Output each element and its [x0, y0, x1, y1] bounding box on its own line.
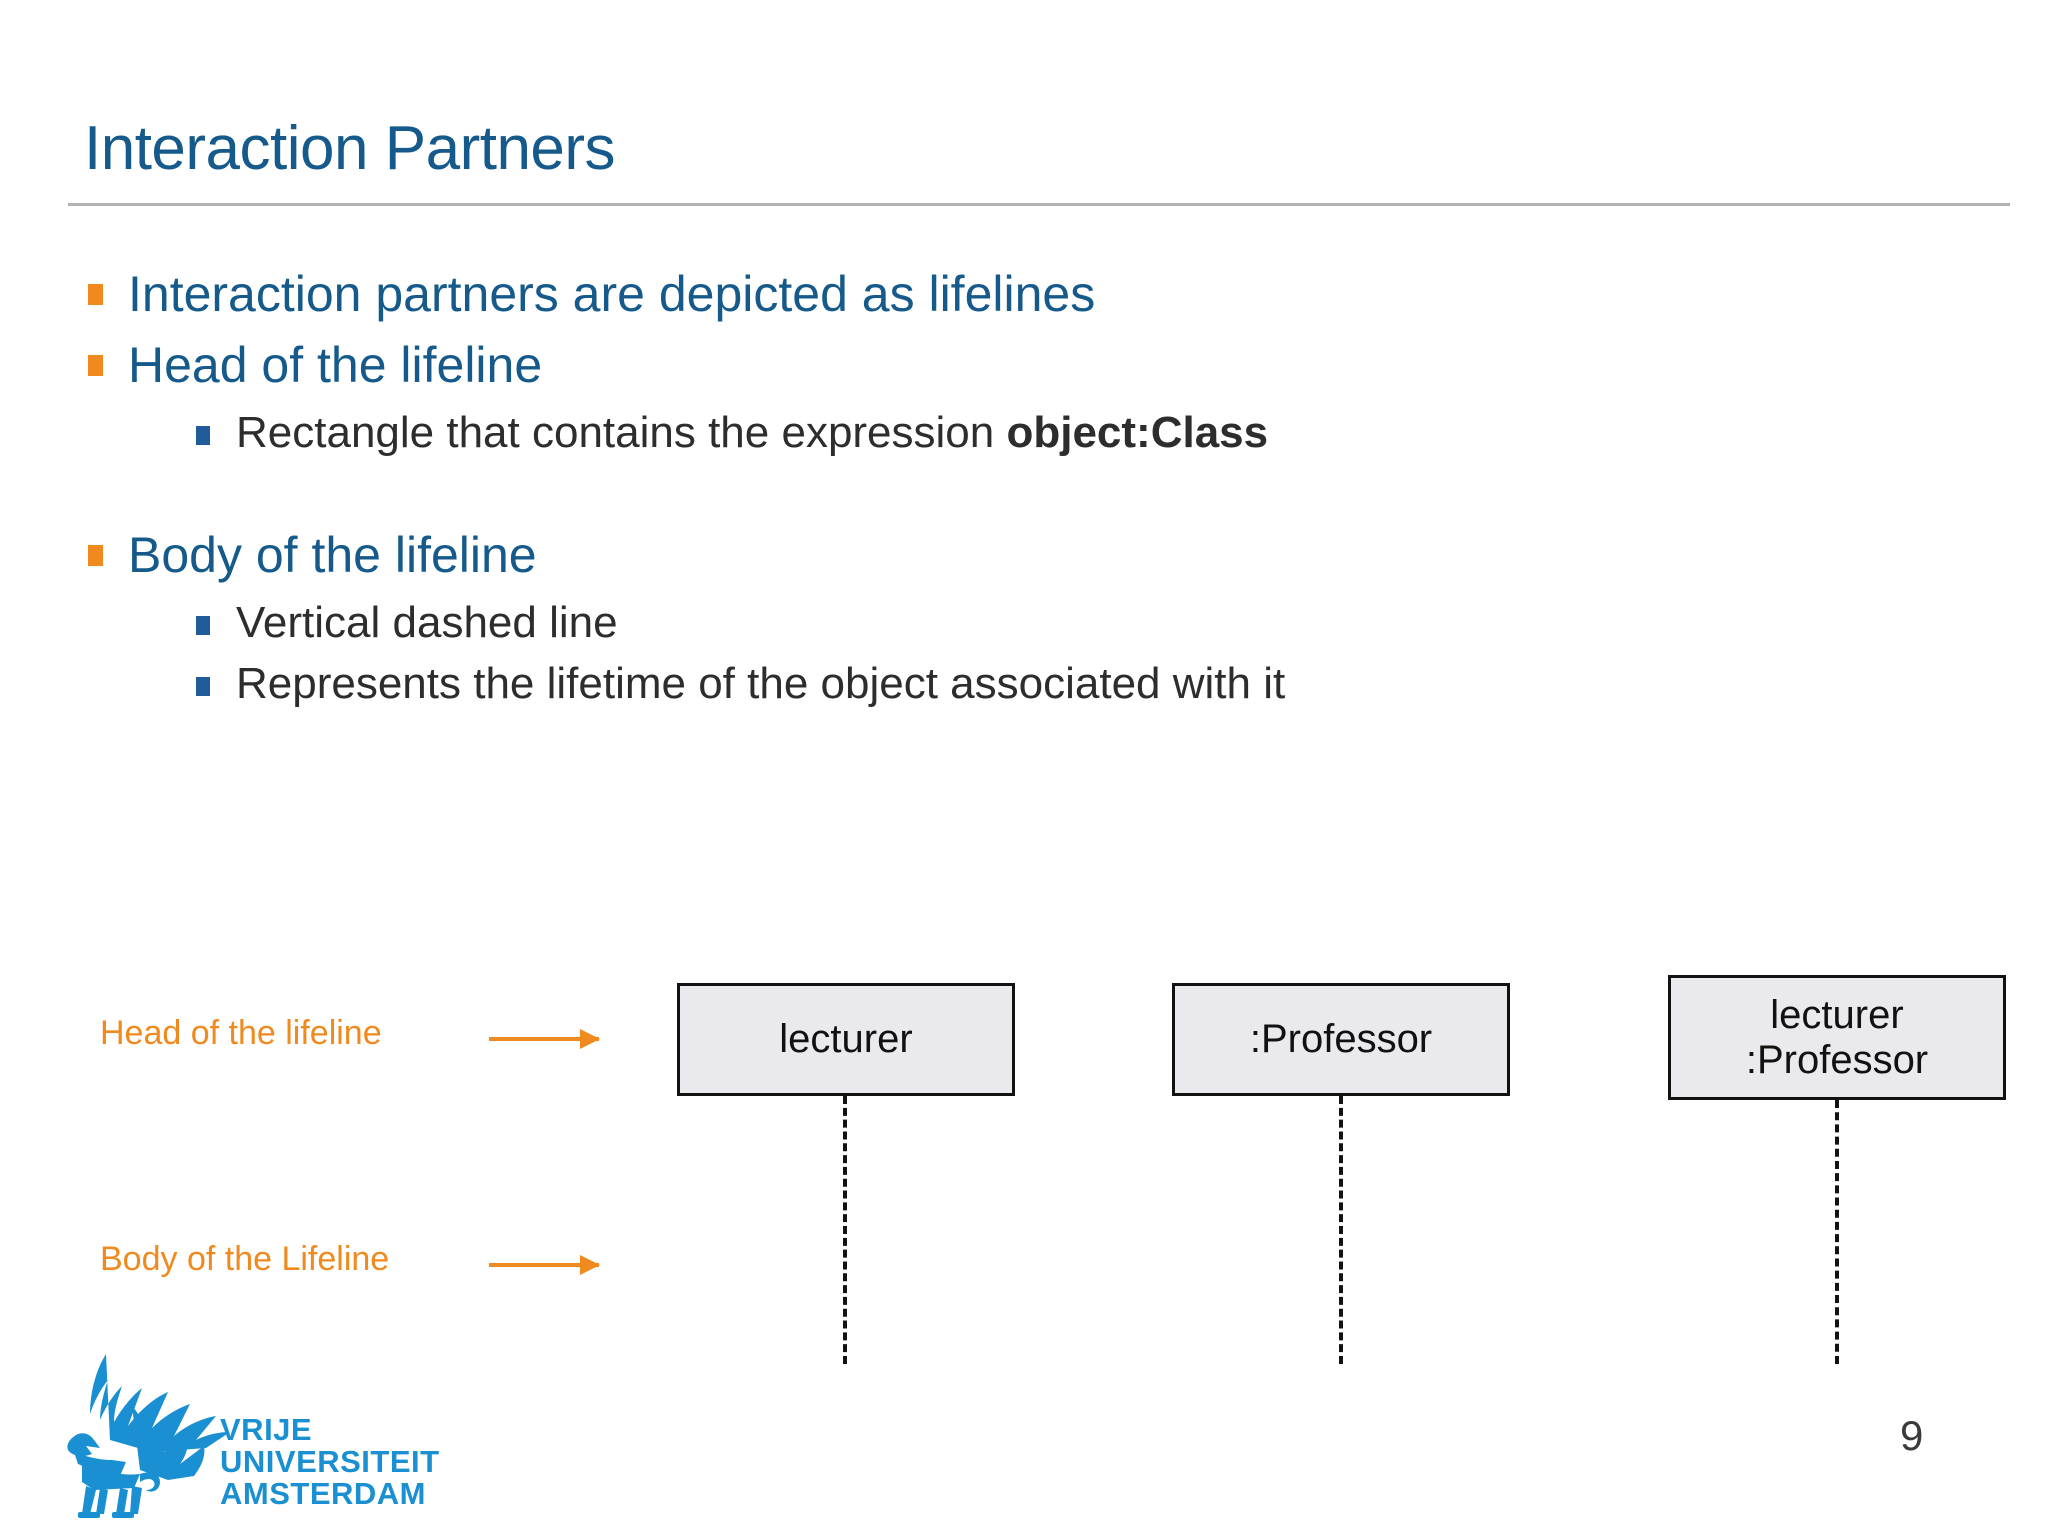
square-bullet-icon [196, 426, 210, 445]
arrow-body-of-lifeline-icon [489, 1255, 600, 1275]
page-title: Interaction Partners [84, 114, 616, 183]
bullet-item-level2: Vertical dashed line [84, 594, 1984, 651]
square-bullet-icon [196, 677, 210, 697]
lifeline-head-box: lecturer :Professor [1668, 975, 2006, 1100]
spacer [84, 465, 1984, 523]
lifeline-body-dashed-line [1339, 1096, 1343, 1364]
vu-amsterdam-logo: VRIJE UNIVERSITEIT AMSTERDAM [48, 1340, 468, 1530]
logo-line2: UNIVERSITEIT [220, 1444, 440, 1479]
lifeline-label-line1: lecturer [779, 1017, 913, 1062]
annotation-head-of-lifeline: Head of the lifeline [100, 1014, 382, 1052]
arrow-head-of-lifeline-icon [489, 1029, 600, 1049]
square-bullet-icon [88, 545, 103, 567]
lifeline-head-box: :Professor [1172, 983, 1510, 1096]
lifeline-body-dashed-line [1835, 1100, 1839, 1364]
bullet-text: Represents the lifetime of the object as… [236, 659, 1286, 709]
lifeline-label-line1: lecturer [1770, 992, 1904, 1037]
lifeline-label-line2: :Professor [1745, 1037, 1929, 1082]
vu-griffin-icon: VRIJE UNIVERSITEIT AMSTERDAM [67, 1354, 440, 1518]
square-bullet-icon [88, 355, 103, 376]
square-bullet-icon [196, 616, 210, 636]
lifeline-head-box: lecturer [677, 983, 1015, 1096]
bullet-item-level2: Represents the lifetime of the object as… [84, 655, 1984, 712]
title-divider [68, 203, 2010, 206]
square-bullet-icon [88, 284, 103, 305]
bullet-text: Rectangle that contains the expression [236, 408, 1007, 457]
bullet-item-level1: Body of the lifeline [84, 523, 1984, 588]
content-body: Interaction partners are depicted as lif… [84, 262, 1984, 717]
bullet-item-level1: Interaction partners are depicted as lif… [84, 262, 1984, 327]
lifeline-label-line1: :Professor [1249, 1017, 1433, 1062]
bullet-text-emphasis: object:Class [1006, 408, 1269, 457]
annotation-body-of-lifeline: Body of the Lifeline [100, 1240, 390, 1278]
logo-line3: AMSTERDAM [220, 1476, 426, 1511]
bullet-text: Vertical dashed line [236, 598, 618, 648]
bullet-text: Head of the lifeline [128, 337, 543, 393]
bullet-item-level1: Head of the lifeline [84, 333, 1984, 398]
lifeline-body-dashed-line [843, 1096, 847, 1364]
bullet-text: Interaction partners are depicted as lif… [128, 266, 1096, 322]
logo-line1: VRIJE [220, 1412, 312, 1447]
bullet-text: Body of the lifeline [128, 527, 537, 584]
bullet-item-level2: Rectangle that contains the expression o… [84, 404, 1984, 461]
page-number: 9 [1900, 1412, 1924, 1459]
